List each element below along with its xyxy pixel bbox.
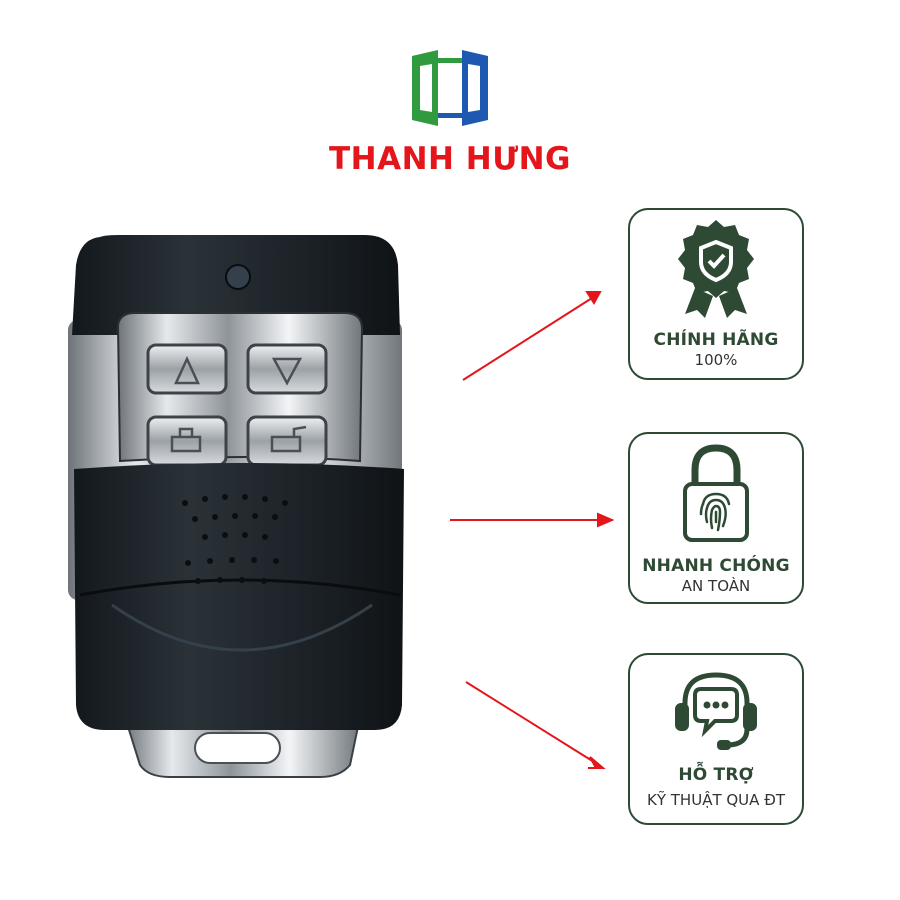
feature-subtitle: 100%: [694, 351, 738, 369]
brand-logo-icon: [412, 50, 488, 126]
verified-badge-icon: [678, 220, 754, 318]
feature-card-support: HỖ TRỢ KỸ THUẬT QUA ĐT: [628, 653, 804, 825]
feature-subtitle: KỸ THUẬT QUA ĐT: [647, 791, 785, 809]
feature-card-authentic: CHÍNH HÃNG 100%: [628, 208, 804, 380]
remote-control-image: [68, 235, 404, 778]
feature-title: NHANH CHÓNG: [642, 556, 790, 576]
support-headset-icon: [675, 672, 757, 750]
feature-subtitle: AN TOÀN: [681, 577, 751, 595]
feature-card-fast-safe: NHANH CHÓNG AN TOÀN: [628, 432, 804, 604]
feature-title: CHÍNH HÃNG: [653, 330, 779, 350]
fingerprint-lock-icon: [683, 444, 749, 542]
brand-name: THANH HƯNG: [329, 141, 571, 177]
feature-title: HỖ TRỢ: [678, 765, 754, 785]
